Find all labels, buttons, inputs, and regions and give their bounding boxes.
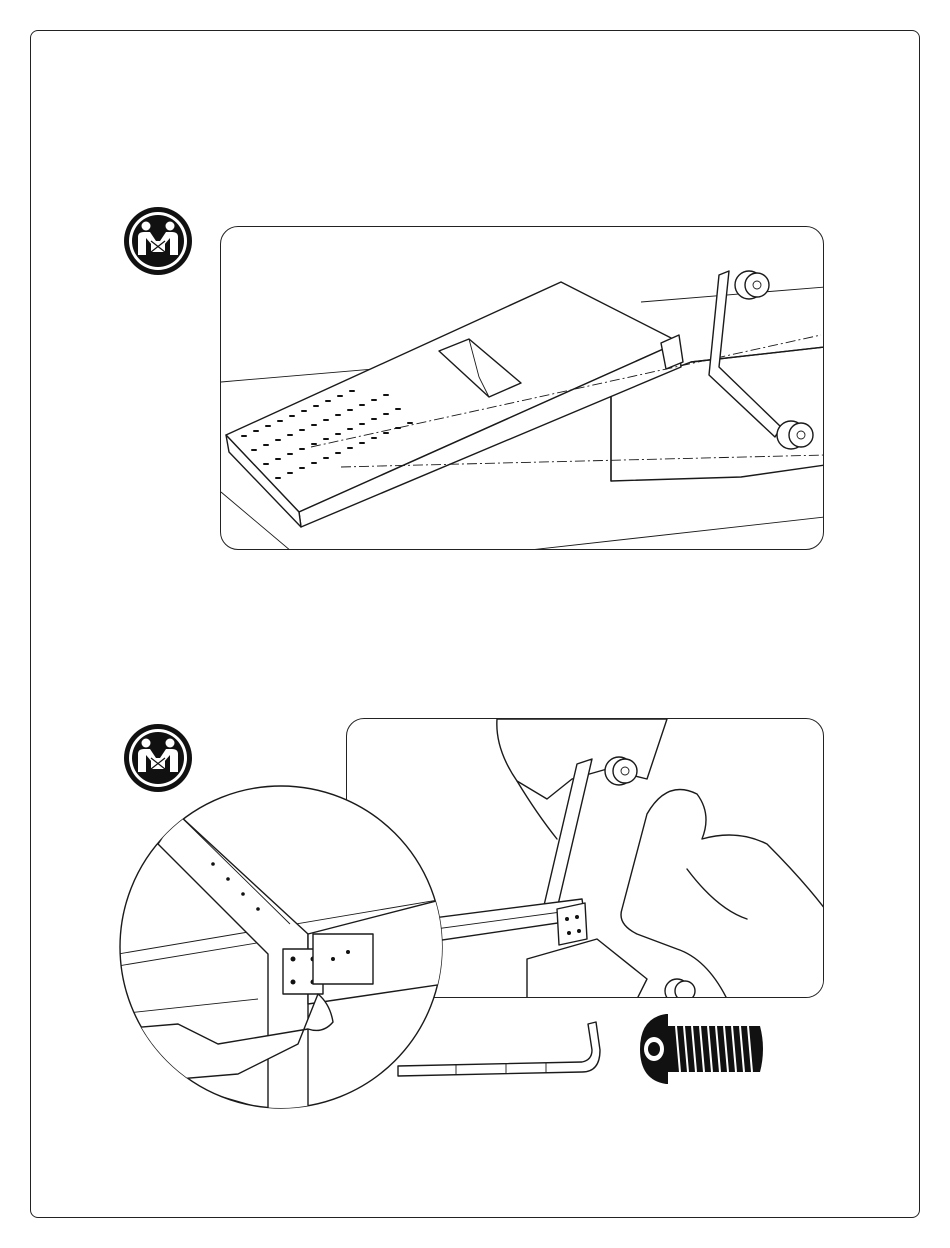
two-person-lift-icon <box>122 205 194 277</box>
button-head-bolt-icon <box>636 1012 766 1086</box>
step-1-figure <box>220 226 824 550</box>
hex-key-icon <box>396 1020 606 1080</box>
